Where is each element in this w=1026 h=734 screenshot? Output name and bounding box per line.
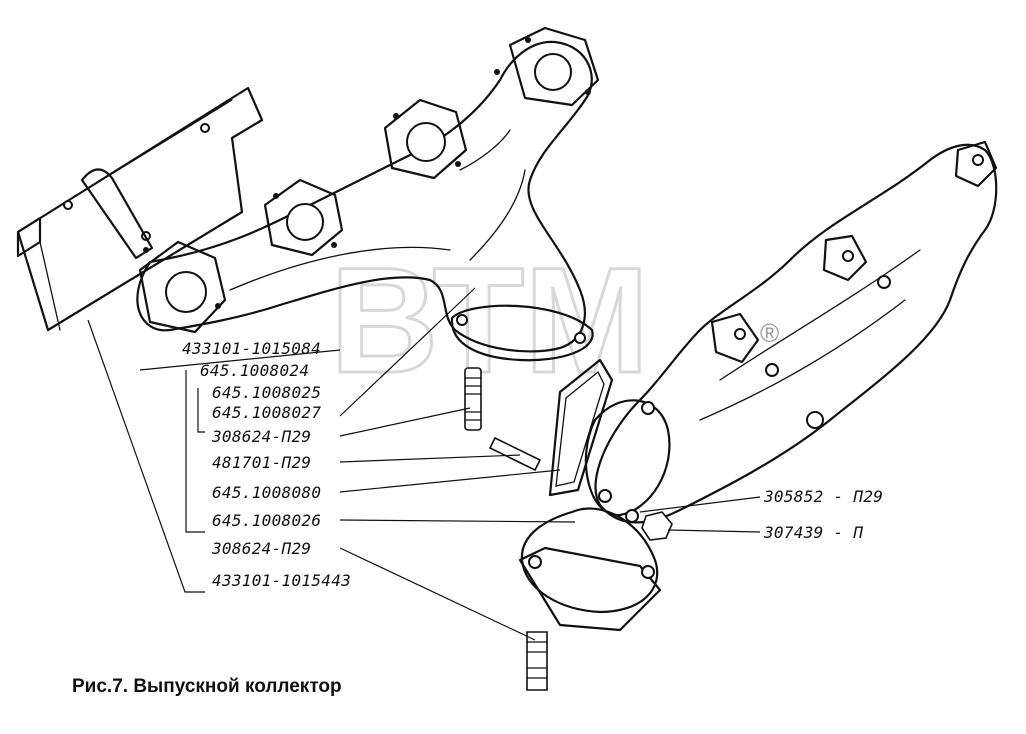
label-307439-p: 307439 - П [763, 523, 863, 542]
watermark-text: ВТМ [330, 236, 649, 404]
left-exhaust-manifold [136, 26, 600, 362]
label-645-1008025: 645.1008025 [212, 383, 321, 402]
label-433101-1015084: 433101-1015084 [182, 339, 321, 358]
label-481701-p29: 481701-П29 [212, 453, 311, 472]
leader-lines [87, 287, 761, 641]
watermark: ВТМ ® [329, 235, 780, 406]
watermark-registered-mark: ® [760, 318, 779, 348]
label-645-1008080: 645.1008080 [212, 483, 321, 502]
label-433101-1015443: 433101-1015443 [212, 571, 351, 590]
heat-shield [16, 86, 264, 332]
fasteners [464, 367, 673, 691]
figure-caption: Рис.7. Выпускной коллектор [72, 676, 342, 697]
label-308624-p29-upper: 308624-П29 [211, 427, 311, 446]
label-645-1008024: 645.1008024 [200, 361, 309, 380]
label-308624-p29-lower: 308624-П29 [211, 539, 311, 558]
right-exhaust-manifold [518, 140, 998, 632]
part-labels: 433101-1015084 645.1008024 645.1008025 6… [182, 339, 883, 590]
label-305852-p29: 305852 - П29 [763, 487, 883, 506]
label-645-1008027: 645.1008027 [212, 403, 321, 422]
label-645-1008026: 645.1008026 [212, 511, 321, 530]
